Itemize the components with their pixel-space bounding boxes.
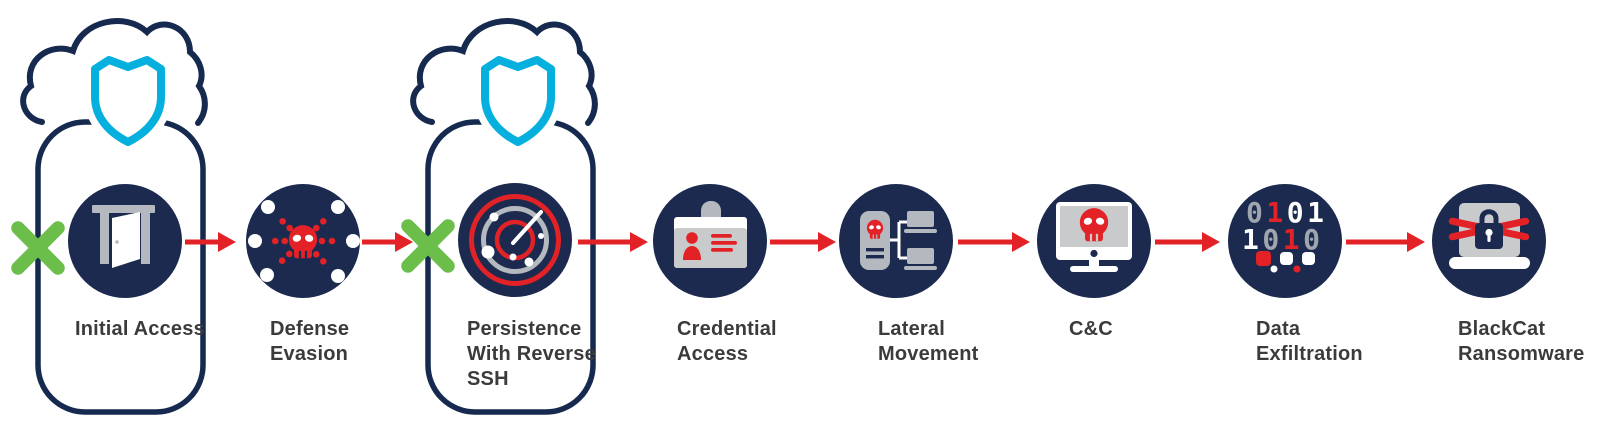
stage-label: C&C [1069,318,1113,340]
binary-digit: 1 [1307,196,1328,229]
binary-row: 1010 [1242,226,1323,254]
binary-digit: 1 [1282,223,1304,256]
binary-digit: 0 [1246,196,1267,229]
skull-icon [1079,208,1109,242]
blocked-x-icon [11,221,65,275]
cloud-icon [20,18,208,126]
flow-arrows [185,232,1425,252]
binary-digit: 0 [1303,223,1324,256]
stage-label: Credential Access [677,318,777,365]
flow-arrow [1155,232,1220,252]
flow-arrow [578,232,648,252]
door-icon [92,205,155,268]
binary-digit: 1 [1242,223,1263,256]
stage-label: Lateral Movement [878,318,979,365]
devices-network-icon [860,211,937,270]
flow-arrow [362,232,413,252]
binary-row: 0101 [1246,199,1327,227]
locked-laptop-icon [1448,203,1530,269]
flow-arrow [770,232,836,252]
binary-digit: 0 [1262,223,1283,256]
padlock-icon [1475,209,1503,249]
stage-label: Persistence With Reverse SSH [467,318,596,390]
flow-arrow [1346,232,1425,252]
binary-digit: 1 [1266,196,1287,229]
skull-network-icon [248,200,360,283]
radar-icon [469,194,561,286]
id-badge-icon [674,201,747,268]
stage-circle-data-exfiltration [1228,184,1342,298]
blocked-x-icon [401,219,455,273]
stage-label: BlackCat Ransomware [1458,318,1585,365]
binary-data-icon [1256,251,1315,273]
stage-label: Initial Access [75,318,205,340]
monitor-skull-icon [1056,202,1132,272]
cloud-icon [410,18,598,126]
cloud-shield-protection [410,18,598,415]
shield-icon [91,56,165,146]
cloud-shield-protection [20,18,208,415]
laptop-icon [904,211,937,233]
binary-digit: 0 [1286,196,1308,229]
stage-label: Defense Evasion [270,318,350,365]
skull-icon [288,225,318,259]
flow-arrow [185,232,236,252]
shield-icon [481,56,555,146]
laptop-icon [904,248,937,270]
stage-label: Data Exfiltration [1256,318,1363,365]
flow-arrow [958,232,1030,252]
skull-icon [866,219,884,239]
